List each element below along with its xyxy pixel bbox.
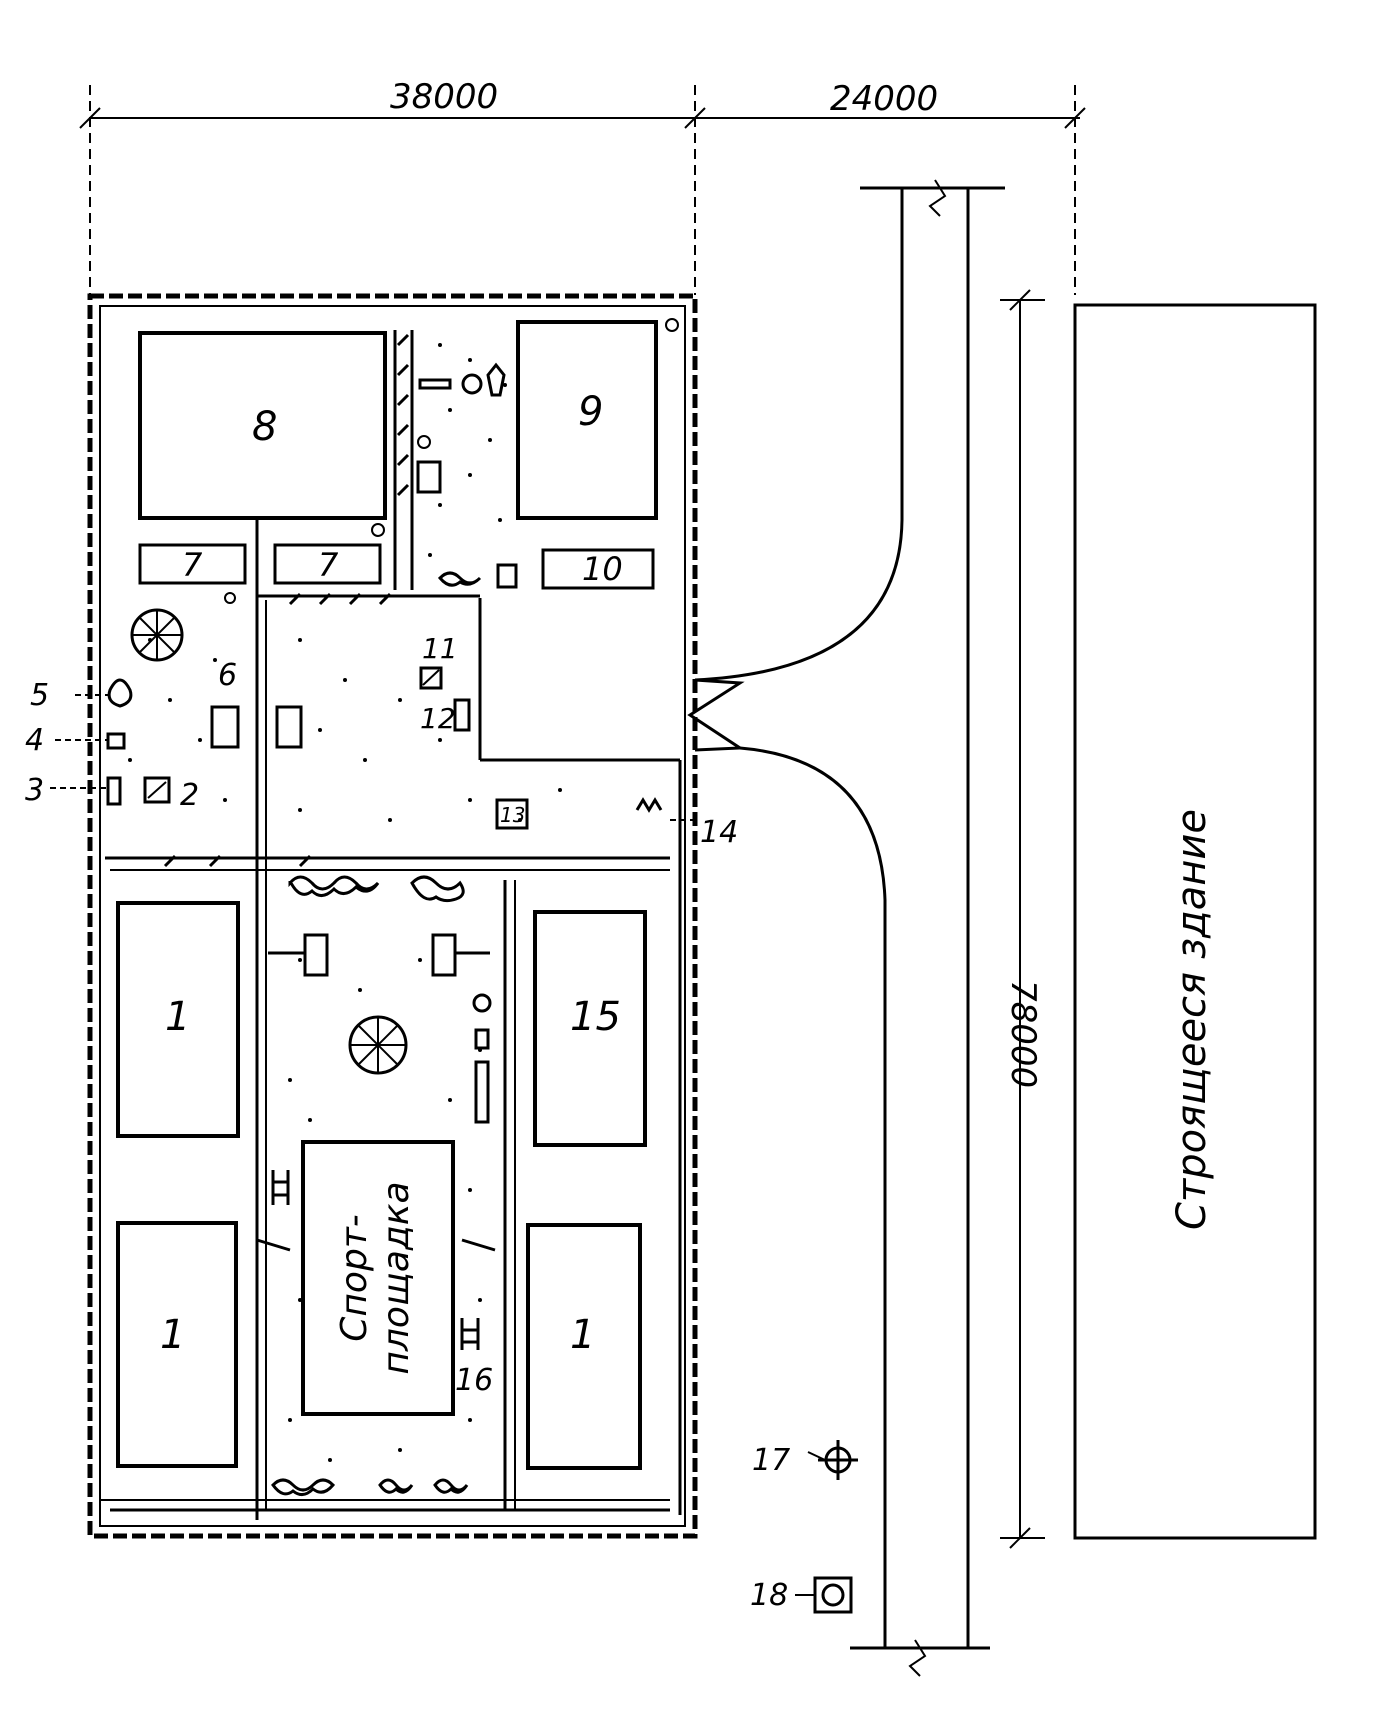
zone-10-number: 10: [582, 550, 623, 588]
zone-7a: 7: [138, 543, 247, 585]
dimension-right: 78000: [1000, 289, 1045, 1549]
shrubs: [271, 571, 482, 1496]
zone-1b-number: 1: [160, 1312, 185, 1358]
callout-2: 2: [180, 778, 199, 813]
callout-16: 16: [455, 1363, 493, 1398]
road: [687, 179, 1005, 1677]
zone-8-number: 8: [252, 404, 277, 450]
zone-1c-number: 1: [570, 1312, 595, 1358]
callout-11: 11: [422, 632, 458, 665]
zone-7a-number: 7: [182, 546, 203, 584]
zone-1-bottom-right: 1: [526, 1223, 642, 1470]
width-side-label: 24000: [830, 79, 938, 119]
dot-texture: [128, 343, 562, 1462]
callout-leaders: [50, 694, 695, 821]
callout-17: 17: [752, 1443, 790, 1478]
length-label: 78000: [1003, 980, 1043, 1088]
sport-label-line1: Спорт-: [334, 1214, 375, 1342]
zone-7b-number: 7: [318, 546, 339, 584]
callout-14: 14: [700, 815, 738, 850]
width-main-label: 38000: [390, 77, 498, 117]
site-boundary: [87, 293, 698, 1539]
callout-13: 13: [500, 803, 525, 827]
zone-15: 15: [533, 910, 647, 1147]
zone-10: 10: [541, 548, 655, 590]
zone-9-number: 9: [578, 389, 603, 435]
sport-label-line2: площадка: [376, 1181, 417, 1374]
callout-6: 6: [218, 658, 237, 693]
building-label: Строящееся здание: [1169, 809, 1215, 1230]
callout-12: 12: [420, 702, 456, 735]
zone-15-number: 15: [570, 994, 621, 1040]
callout-5: 5: [30, 678, 49, 713]
callout-3: 3: [25, 773, 44, 808]
dimension-top: 38000 24000: [79, 77, 1086, 295]
inner-fences: [100, 330, 682, 1520]
zone-8: 8: [138, 331, 387, 520]
zone-9: 9: [516, 320, 658, 520]
equipment: [106, 318, 858, 1614]
zone-1-bottom-left: 1: [116, 1221, 238, 1468]
hedges: [163, 333, 496, 1252]
sports-ground: Спорт- площадка: [301, 1140, 455, 1416]
zone-1a-number: 1: [165, 994, 190, 1040]
zone-1-top-left: 1: [116, 901, 240, 1138]
building-under-construction: Строящееся здание: [1073, 303, 1317, 1540]
callout-18: 18: [750, 1578, 788, 1613]
callout-4: 4: [25, 723, 44, 758]
callouts: 2 3 4 5 6 11 12 13 14 16 17 18: [25, 632, 790, 1613]
zone-7b: 7: [273, 543, 382, 585]
